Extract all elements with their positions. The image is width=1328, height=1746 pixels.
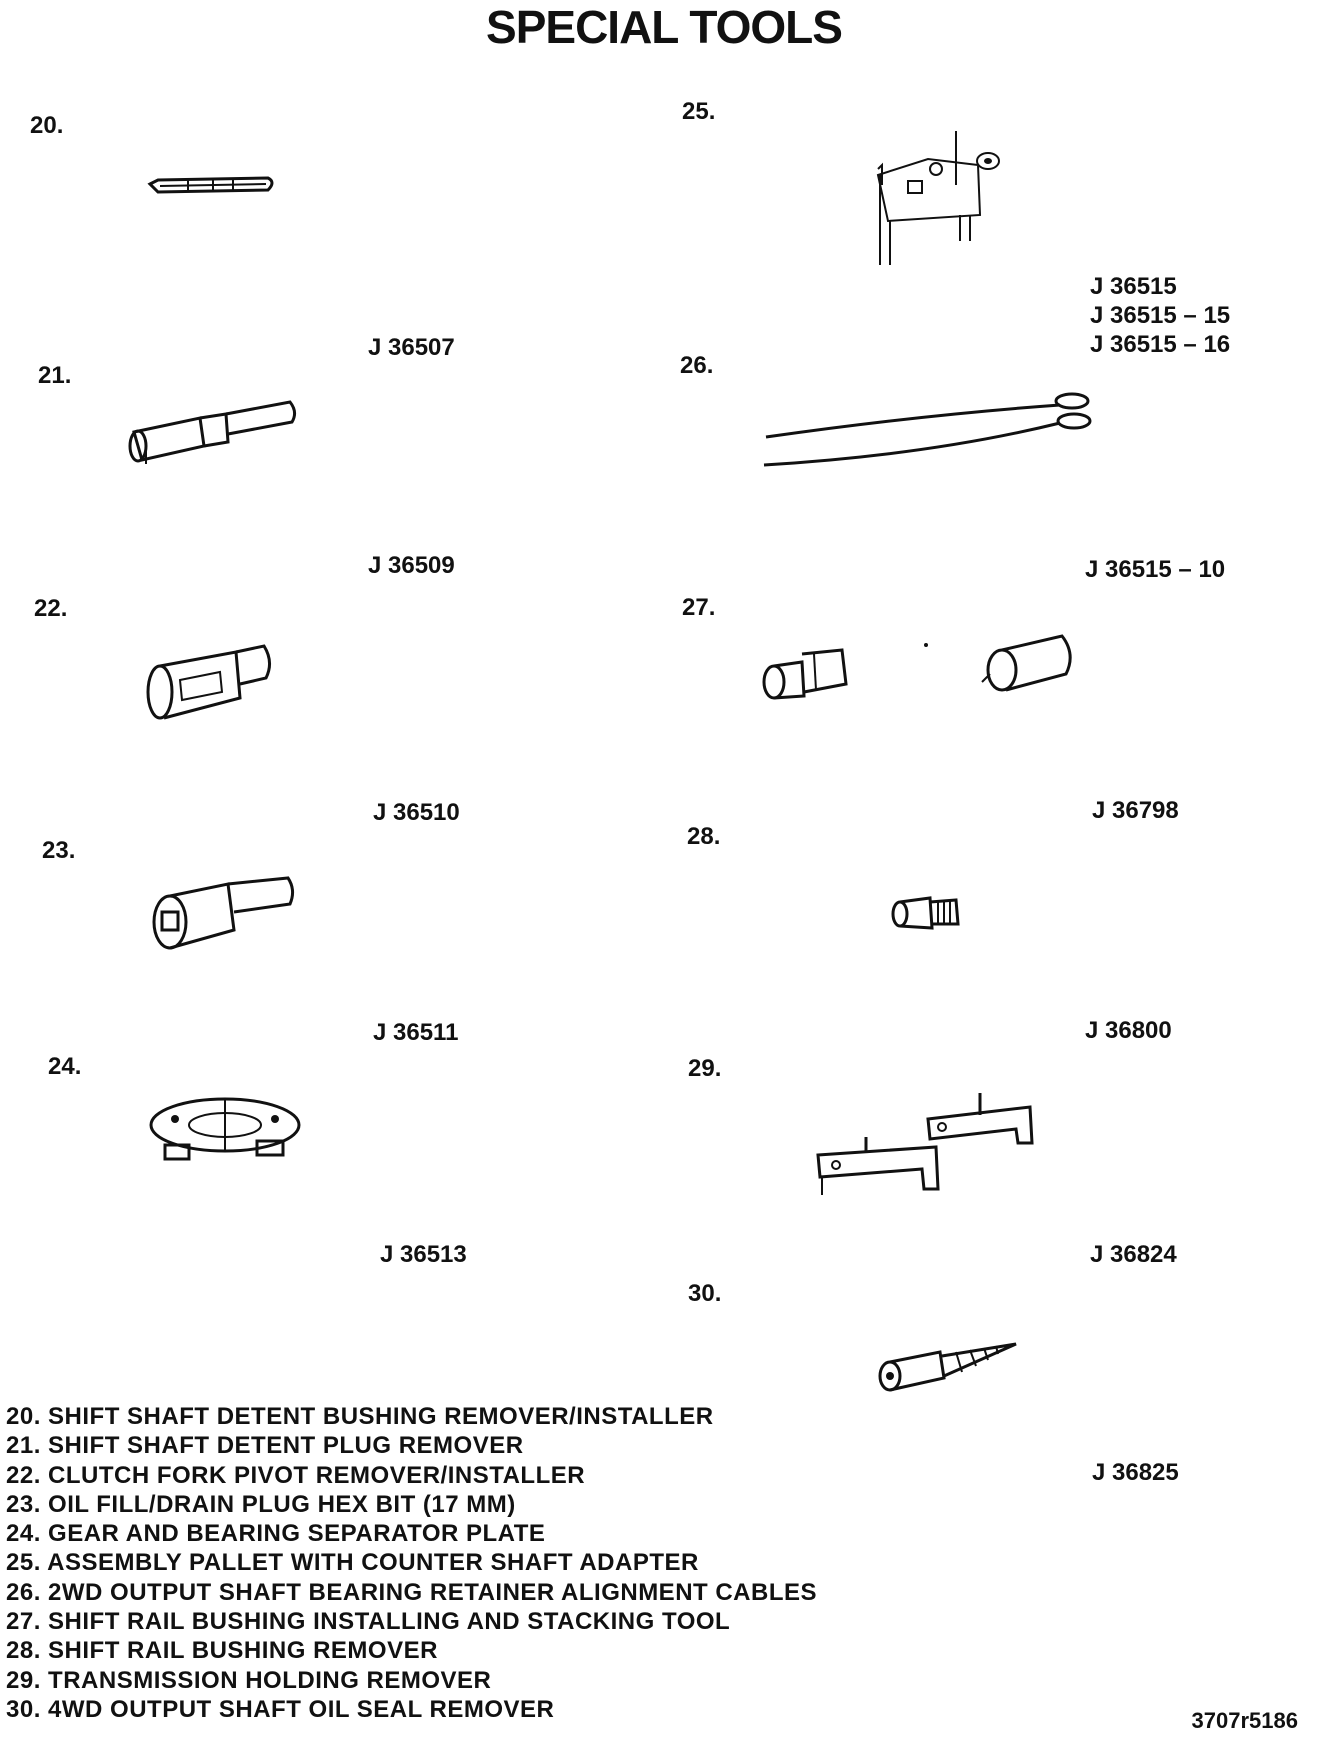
tool-28-number: 28. <box>687 823 721 850</box>
tool-25-part-number: J 36515 <box>1090 273 1177 300</box>
legend-item: 29. TRANSMISSION HOLDING REMOVER <box>6 1666 492 1694</box>
tool-26-alignment-cables-illustration <box>760 385 1100 475</box>
legend-item: 30. 4WD OUTPUT SHAFT OIL SEAL REMOVER <box>6 1695 555 1723</box>
tool-22-pivot-remover-illustration <box>140 640 280 730</box>
page-title: SPECIAL TOOLS <box>486 1 843 53</box>
tool-24-separator-plate-illustration <box>145 1085 305 1175</box>
tool-21-plug-remover-illustration <box>120 392 300 472</box>
tool-26-part-number: J 36515 – 10 <box>1085 556 1226 583</box>
legend-item: 24. GEAR AND BEARING SEPARATOR PLATE <box>6 1520 546 1548</box>
legend-item: 20. SHIFT SHAFT DETENT BUSHING REMOVER/I… <box>6 1403 714 1430</box>
tool-30-number: 30. <box>688 1280 722 1307</box>
tool-legend: 20. SHIFT SHAFT DETENT BUSHING REMOVER/I… <box>6 1402 817 1724</box>
tool-23-hex-bit-illustration <box>148 872 298 962</box>
tool-25-assembly-pallet-illustration <box>868 125 1008 270</box>
tool-28-bushing-remover-illustration <box>890 890 970 940</box>
tool-27-bushing-stacking-tool-illustration <box>758 630 1098 720</box>
tool-26-number: 26. <box>680 352 714 379</box>
tool-25-part-number-16: J 36515 – 16 <box>1090 331 1231 358</box>
tool-23-part-number: J 36511 <box>373 1019 459 1046</box>
tool-29-part-number: J 36824 <box>1090 1241 1177 1268</box>
legend-item: 22. CLUTCH FORK PIVOT REMOVER/INSTALLER <box>6 1461 586 1489</box>
tool-30-oil-seal-remover-illustration <box>876 1340 1036 1400</box>
tool-24-number: 24. <box>48 1053 82 1080</box>
tool-23-number: 23. <box>42 837 76 864</box>
tool-21-number: 21. <box>38 362 72 389</box>
tool-22-part-number: J 36510 <box>373 799 460 826</box>
tool-22-number: 22. <box>34 595 68 622</box>
tool-27-number: 27. <box>682 594 716 621</box>
tool-30-part-number: J 36825 <box>1092 1459 1179 1486</box>
tool-25-number: 25. <box>682 98 716 125</box>
tool-20-bushing-remover-illustration <box>147 162 278 202</box>
legend-item: 27. SHIFT RAIL BUSHING INSTALLING AND ST… <box>6 1608 731 1636</box>
tool-20-part-number: J 36507 <box>368 334 455 361</box>
tool-24-part-number: J 36513 <box>380 1241 467 1268</box>
tool-29-transmission-holding-illustration <box>810 1085 1060 1205</box>
legend-item: 21. SHIFT SHAFT DETENT PLUG REMOVER <box>6 1432 524 1460</box>
tool-28-part-number: J 36800 <box>1085 1017 1172 1044</box>
legend-item: 26. 2WD OUTPUT SHAFT BEARING RETAINER AL… <box>6 1578 818 1606</box>
legend-item: 28. SHIFT RAIL BUSHING REMOVER <box>6 1637 438 1665</box>
tool-29-number: 29. <box>688 1055 722 1082</box>
legend-item: 23. OIL FILL/DRAIN PLUG HEX BIT (17 MM) <box>6 1490 516 1518</box>
tool-27-part-number: J 36798 <box>1092 797 1179 824</box>
legend-item: 25. ASSEMBLY PALLET WITH COUNTER SHAFT A… <box>6 1549 699 1577</box>
tool-25-part-number-15: J 36515 – 15 <box>1090 302 1231 329</box>
figure-reference: 3707r5186 <box>1191 1708 1298 1733</box>
tool-20-number: 20. <box>30 112 64 139</box>
tool-21-part-number: J 36509 <box>368 552 455 579</box>
